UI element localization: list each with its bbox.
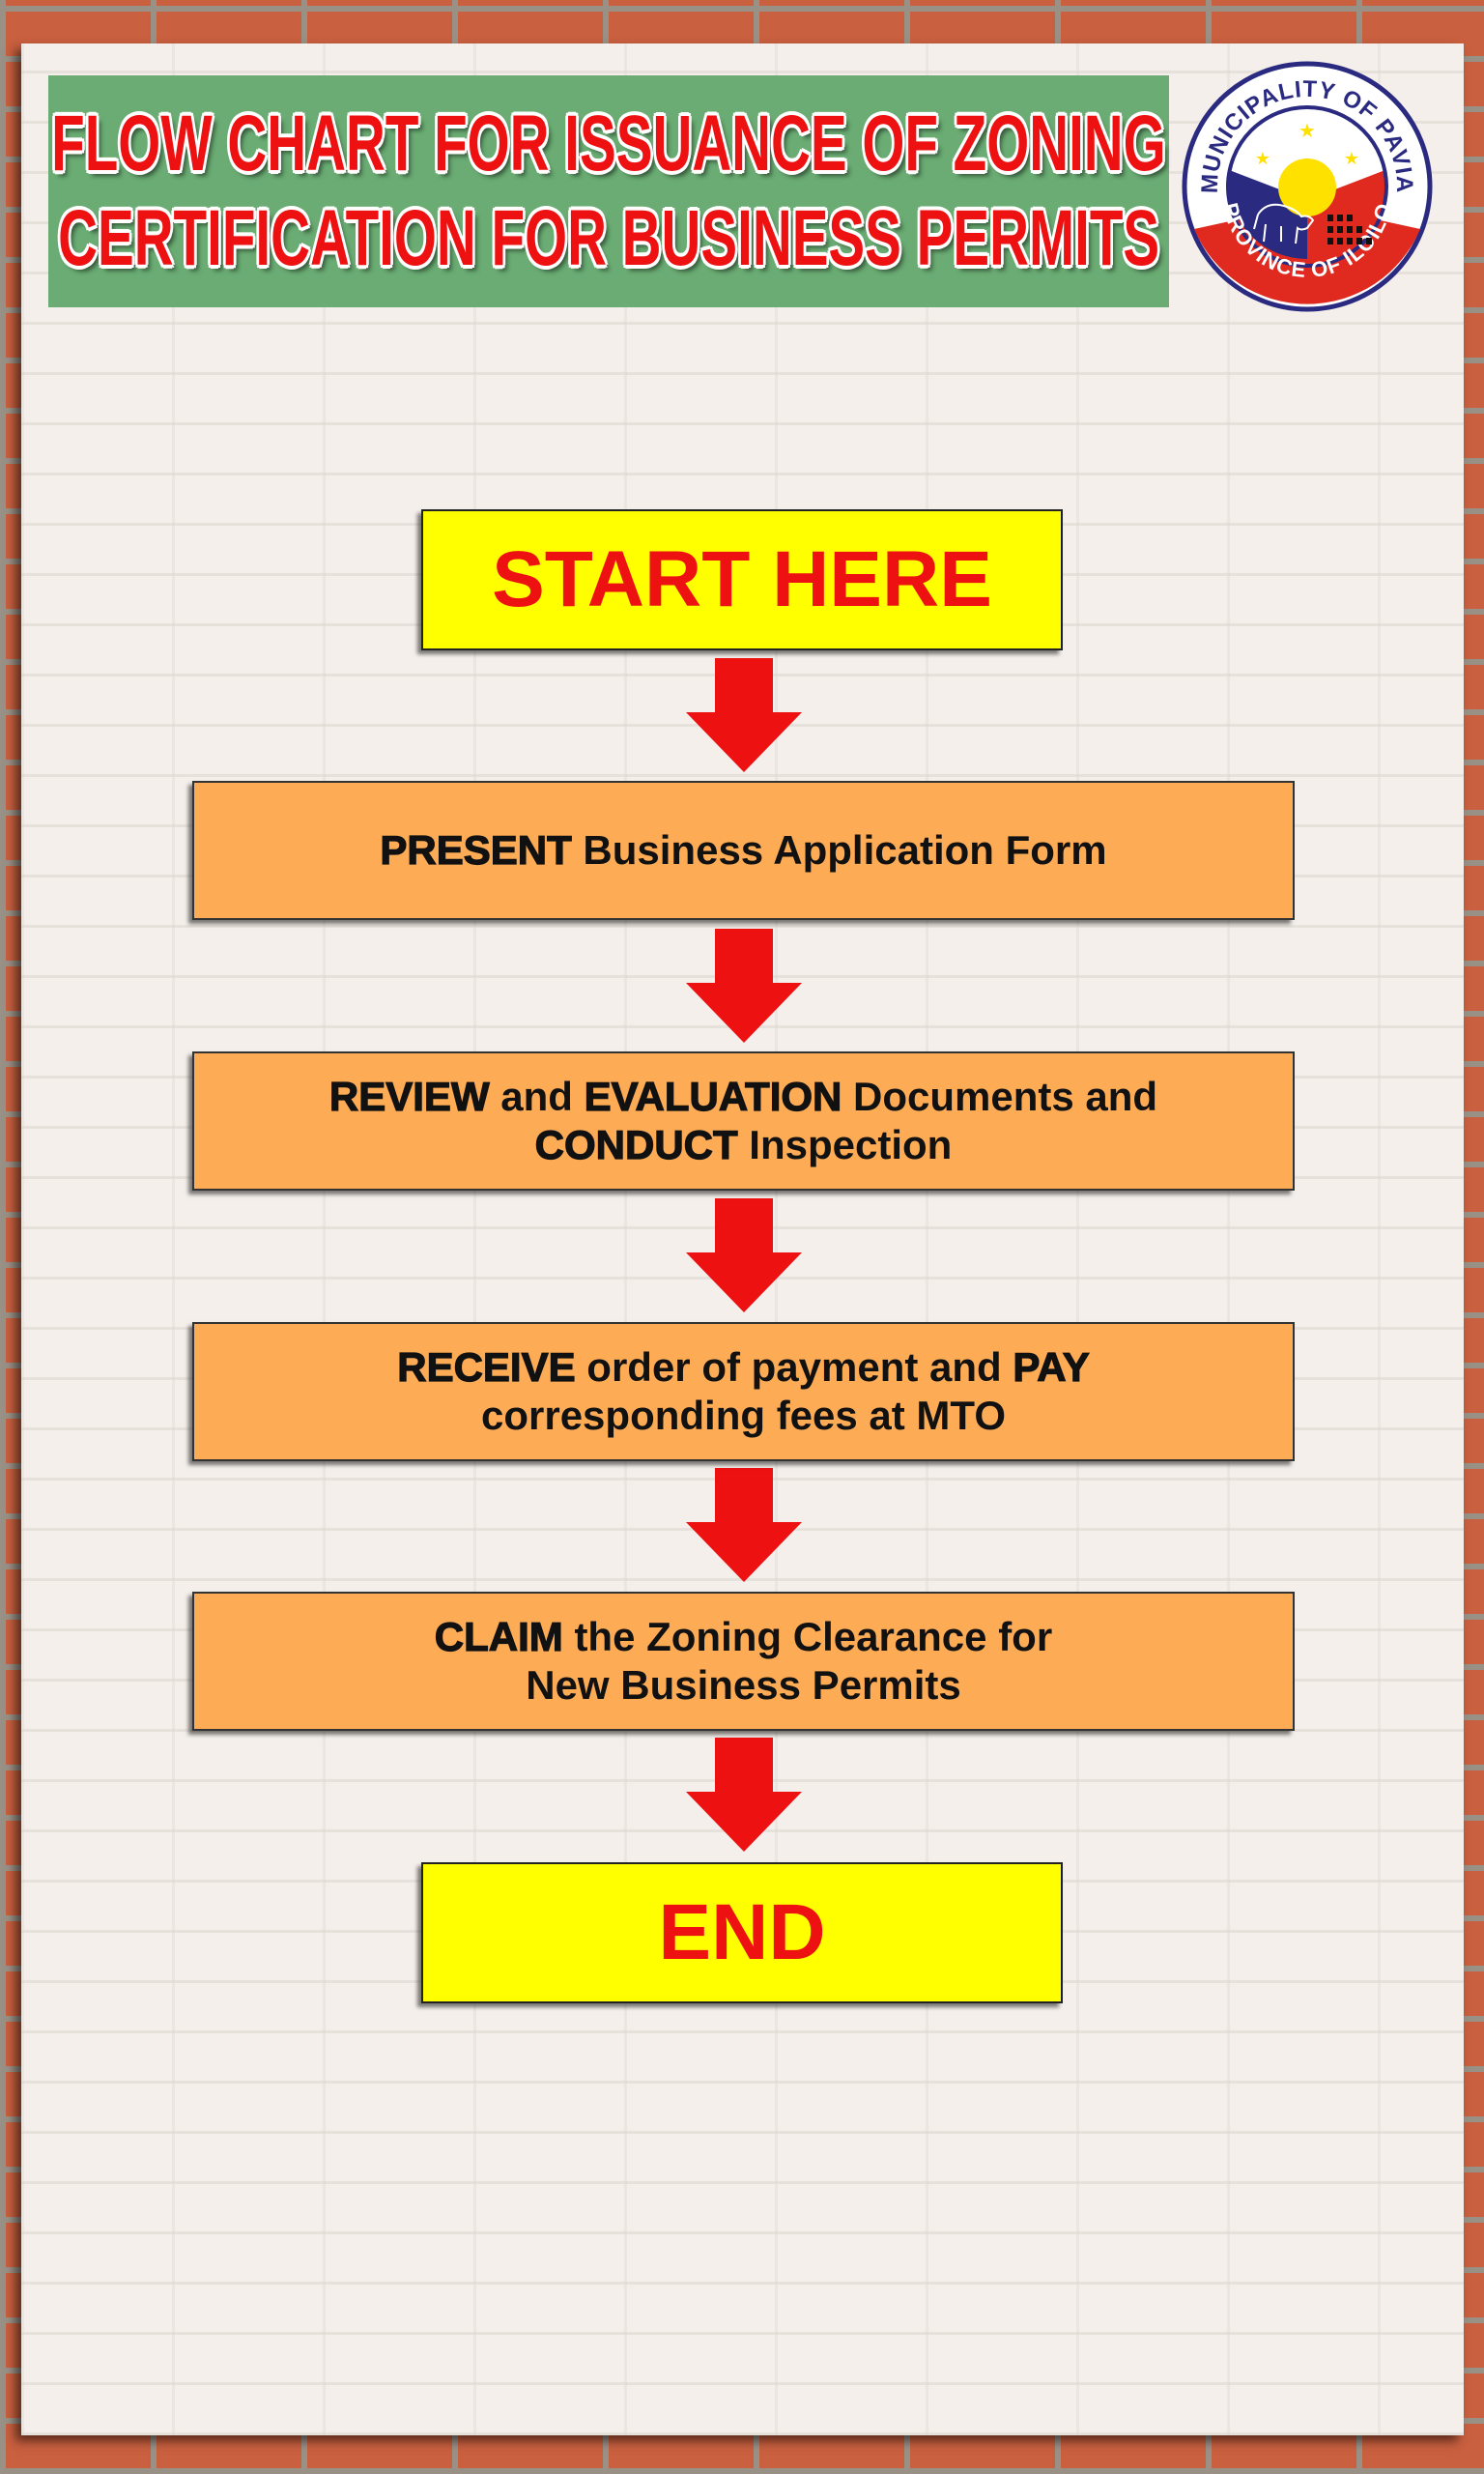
title-line-2: CERTIFICATION FOR BUSINESS PERMITS xyxy=(57,194,1160,282)
step-text: and xyxy=(489,1074,585,1119)
step-text: Documents and xyxy=(842,1074,1158,1119)
start-box: START HERE xyxy=(421,509,1063,650)
star-icon: ★ xyxy=(1298,121,1316,142)
step-keyword: PRESENT xyxy=(380,826,573,873)
step-keyword: CONDUCT xyxy=(534,1121,738,1167)
flow-step-1: PRESENT Business Application Form xyxy=(192,781,1295,920)
step-text: order of payment and xyxy=(575,1344,1013,1390)
down-arrow-icon xyxy=(686,1198,802,1312)
municipality-seal-logo: MUNICIPALITY OF PAVIA PROVINCE OF ILOILO… xyxy=(1182,61,1433,312)
step-keyword: CLAIM xyxy=(434,1613,563,1659)
step-line: CLAIM the Zoning Clearance for xyxy=(434,1613,1053,1661)
step-line: New Business Permits xyxy=(526,1661,961,1710)
down-arrow-icon xyxy=(686,929,802,1043)
building-icon xyxy=(1327,215,1372,245)
step-text: Inspection xyxy=(737,1122,953,1167)
down-arrow-icon xyxy=(686,658,802,772)
star-icon: ★ xyxy=(1255,149,1270,168)
star-icon: ★ xyxy=(1344,149,1359,168)
step-line: REVIEW and EVALUATION Documents and xyxy=(328,1073,1158,1121)
step-line: CONDUCT Inspection xyxy=(534,1121,953,1169)
step-keyword: PAY xyxy=(1013,1343,1091,1390)
step-text: the Zoning Clearance for xyxy=(562,1614,1053,1659)
down-arrow-icon xyxy=(686,1738,802,1852)
end-box: END xyxy=(421,1862,1063,2003)
step-line: PRESENT Business Application Form xyxy=(380,826,1107,875)
step-line: corresponding fees at MTO xyxy=(481,1392,1006,1440)
step-line: RECEIVE order of payment and PAY xyxy=(397,1343,1091,1392)
step-keyword: EVALUATION xyxy=(584,1073,842,1119)
step-text: New Business Permits xyxy=(526,1662,961,1708)
carabao-icon xyxy=(1253,203,1315,245)
step-keyword: REVIEW xyxy=(328,1073,490,1119)
step-keyword: RECEIVE xyxy=(397,1343,577,1390)
title-banner: FLOW CHART FOR ISSUANCE OF ZONING CERTIF… xyxy=(48,75,1169,307)
step-text: corresponding fees at MTO xyxy=(481,1393,1006,1438)
down-arrow-icon xyxy=(686,1468,802,1582)
title-line-1: FLOW CHART FOR ISSUANCE OF ZONING xyxy=(51,100,1166,187)
step-text: Business Application Form xyxy=(571,827,1107,873)
